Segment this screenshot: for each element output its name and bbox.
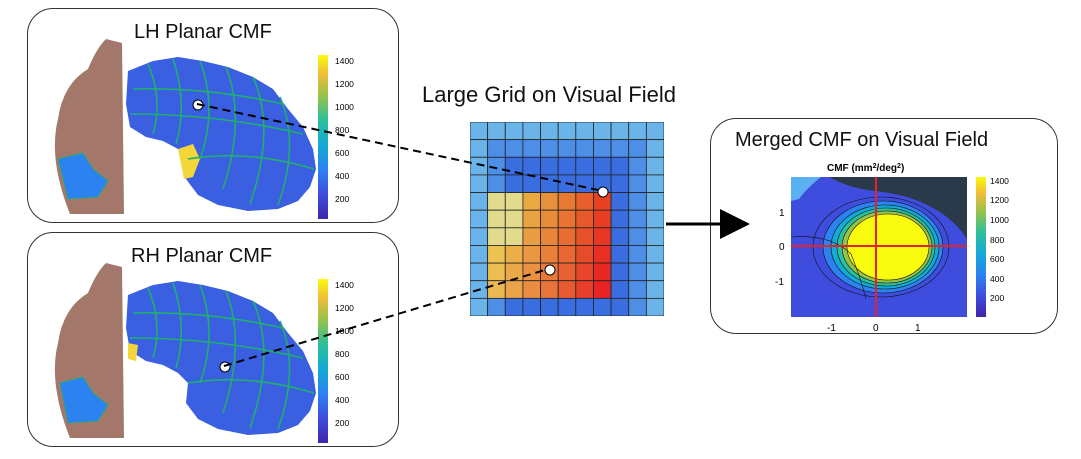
svg-text:1400: 1400 bbox=[335, 56, 354, 66]
crosshair bbox=[791, 177, 967, 317]
svg-text:-1: -1 bbox=[775, 277, 784, 288]
svg-text:400: 400 bbox=[335, 171, 349, 181]
svg-text:200: 200 bbox=[335, 418, 349, 428]
lh-brain-patch bbox=[57, 152, 109, 200]
svg-text:1400: 1400 bbox=[335, 280, 354, 290]
rh-panel-title: RH Planar CMF bbox=[131, 245, 273, 267]
lh-flatmap-hotspot bbox=[178, 144, 200, 179]
svg-text:600: 600 bbox=[335, 148, 349, 158]
rh-flatmap-surface bbox=[126, 281, 316, 435]
cmf-units-label: CMF (mm2/deg2) bbox=[827, 163, 904, 175]
merged-colorbar bbox=[976, 177, 986, 317]
svg-text:1000: 1000 bbox=[335, 102, 354, 112]
grid-title: Large Grid on Visual Field bbox=[422, 82, 676, 107]
svg-text:1200: 1200 bbox=[990, 195, 1009, 205]
rh-colorbar bbox=[318, 279, 328, 443]
rh-flatmap: 1400 1200 1000 800 600 400 200 bbox=[54, 263, 354, 443]
svg-text:600: 600 bbox=[335, 372, 349, 382]
lh-to-grid-arrow bbox=[196, 103, 599, 191]
svg-text:800: 800 bbox=[335, 349, 349, 359]
svg-text:200: 200 bbox=[990, 293, 1004, 303]
svg-text:1200: 1200 bbox=[335, 79, 354, 89]
svg-text:800: 800 bbox=[990, 235, 1004, 245]
svg-text:1000: 1000 bbox=[335, 326, 354, 336]
lh-flatmap: 1400 1200 1000 800 600 400 200 bbox=[54, 39, 354, 219]
rh-planar-cmf-panel: RH Planar CMF 1400 1200 1000 800 600 400… bbox=[27, 232, 399, 447]
rh-colorbar-labels: 1400 1200 1000 800 600 400 200 bbox=[335, 280, 354, 428]
svg-text:800: 800 bbox=[335, 125, 349, 135]
lh-iso-contours bbox=[129, 58, 315, 206]
grid-point-lower bbox=[544, 264, 556, 276]
merged-axis-ticks: 1 0 -1 -1 0 1 bbox=[775, 208, 921, 333]
svg-text:200: 200 bbox=[335, 194, 349, 204]
rh-flatmap-hotspot bbox=[128, 343, 138, 361]
svg-text:1: 1 bbox=[915, 323, 921, 333]
svg-text:-1: -1 bbox=[827, 323, 836, 333]
rh-brain-patch bbox=[59, 376, 109, 424]
svg-text:0: 0 bbox=[873, 323, 879, 333]
svg-text:1: 1 bbox=[779, 208, 785, 219]
svg-text:400: 400 bbox=[990, 274, 1004, 284]
svg-text:600: 600 bbox=[990, 254, 1004, 264]
svg-text:0: 0 bbox=[779, 242, 785, 253]
grid-cells bbox=[470, 122, 664, 316]
svg-text:1000: 1000 bbox=[990, 215, 1009, 225]
lh-panel-title: LH Planar CMF bbox=[134, 21, 272, 43]
svg-text:1400: 1400 bbox=[990, 176, 1009, 186]
merged-cmf-plot: CMF (mm2/deg2) 1 0 -1 -1 0 1 bbox=[775, 163, 1009, 334]
lh-planar-cmf-panel: LH Planar CMF 1400 1200 1000 800 600 4 bbox=[27, 8, 399, 223]
svg-text:1200: 1200 bbox=[335, 303, 354, 313]
merged-cmf-panel: Merged CMF on Visual Field CMF (mm2/deg2… bbox=[710, 118, 1058, 334]
lh-colorbar bbox=[318, 55, 328, 219]
lh-colorbar-labels: 1400 1200 1000 800 600 400 200 bbox=[335, 56, 354, 204]
svg-text:400: 400 bbox=[335, 395, 349, 405]
lh-flatmap-surface bbox=[126, 57, 316, 211]
merged-colorbar-labels: 1400 1200 1000 800 600 400 200 bbox=[990, 176, 1009, 303]
merged-panel-title: Merged CMF on Visual Field bbox=[735, 129, 989, 151]
rh-to-grid-arrow bbox=[223, 269, 546, 367]
grid-point-upper bbox=[597, 186, 609, 198]
rh-iso-contours bbox=[129, 282, 315, 430]
visual-field-grid bbox=[470, 122, 664, 316]
